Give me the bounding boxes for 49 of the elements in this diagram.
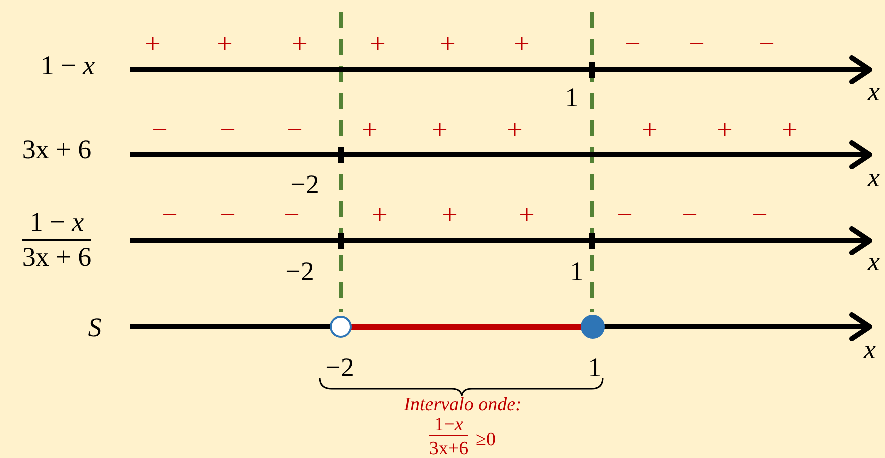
sign-symbol: + — [442, 202, 458, 230]
closed-endpoint — [581, 315, 605, 339]
sign-symbol: − — [617, 202, 633, 230]
tick-value: 1 — [588, 354, 602, 382]
tick-value: −2 — [326, 354, 354, 382]
sign-symbol: − — [682, 202, 698, 230]
sign-symbol: + — [642, 117, 658, 145]
sign-symbol: − — [625, 31, 641, 59]
fraction-numerator: 1−x — [429, 416, 469, 436]
sign-symbol: + — [432, 117, 448, 145]
fraction-denominator: 3x+6 — [429, 438, 469, 458]
sign-symbol: + — [507, 117, 523, 145]
sign-symbol: + — [292, 31, 308, 59]
solution-segment — [351, 324, 582, 330]
sign-symbol: + — [440, 31, 456, 59]
tick-value: 1 — [570, 258, 584, 286]
sign-symbol: + — [519, 202, 535, 230]
solution-label: S — [88, 314, 102, 342]
sign-symbol: + — [782, 117, 798, 145]
sign-symbol: − — [220, 117, 236, 145]
interval-caption: Intervalo onde: — [404, 396, 522, 414]
sign-symbol: + — [370, 31, 386, 59]
tick-value: −2 — [290, 172, 320, 198]
sign-symbol: + — [362, 117, 378, 145]
open-endpoint — [330, 316, 352, 338]
sign-symbol: − — [152, 117, 168, 145]
expression-label: 3x + 6 — [22, 136, 92, 164]
expression-label: 1 − x — [40, 52, 96, 80]
sign-symbol: − — [284, 202, 300, 230]
sign-symbol: − — [752, 202, 768, 230]
axis-label: x — [864, 336, 876, 364]
sign-symbol: + — [372, 202, 388, 230]
sign-symbol: − — [759, 31, 775, 59]
axis-label: x — [868, 248, 880, 276]
sign-symbol: + — [514, 31, 530, 59]
axis-label: x — [868, 78, 880, 106]
fraction-denominator: 3x + 6 — [22, 241, 92, 271]
sign-symbol: − — [220, 202, 236, 230]
sign-symbol: − — [162, 202, 178, 230]
inequality-sign: ≥0 — [476, 430, 496, 450]
axis-label: x — [868, 164, 880, 192]
sign-symbol: + — [717, 117, 733, 145]
tick-value: 1 — [565, 84, 579, 112]
tick-value: −2 — [286, 258, 314, 286]
sign-symbol: − — [689, 31, 705, 59]
fraction-numerator: 1 − x — [22, 209, 92, 241]
sign-symbol: + — [217, 31, 233, 59]
sign-symbol: + — [145, 31, 161, 59]
sign-symbol: − — [287, 117, 303, 145]
